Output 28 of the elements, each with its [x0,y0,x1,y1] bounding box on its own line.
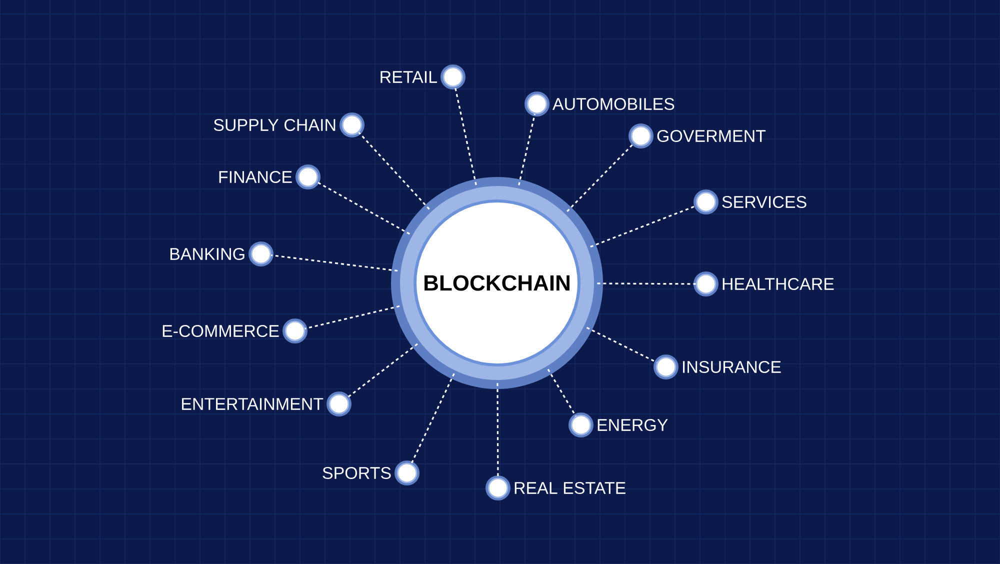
dashed-line [316,181,410,235]
node-label: FINANCE [219,170,292,183]
dashed-line [518,114,536,186]
node-label: INSURANCE [683,360,781,373]
node-label: RETAIL [380,71,437,83]
node-label: E-COMMERCE [162,324,279,337]
node-label: HEALTHCARE [722,278,834,290]
dashed-line [304,305,400,330]
node-label: AUTOMOBILES [552,98,674,110]
dashed-line [358,132,430,210]
dashed-line [586,326,658,364]
node-label: BANKING [170,248,244,260]
node-label: SPORTS [322,466,391,479]
dashed-line [566,142,634,212]
dashed-line [590,204,697,248]
node-label: SERVICES [722,196,806,208]
dashed-line [597,282,696,285]
node-label: ENTERTAINMENT [182,398,324,410]
node-label: REAL ESTATE [514,482,626,494]
node-label: SUPPLY CHAIN [214,118,336,132]
dashed-line [547,368,576,417]
dashed-line [496,383,499,478]
dashed-line [346,343,418,398]
node-label: GOVERMENT [657,130,766,142]
dashed-line [410,373,455,464]
node-label: ENERGY [598,418,668,431]
dashed-line [271,254,398,272]
dashed-line [454,86,477,186]
